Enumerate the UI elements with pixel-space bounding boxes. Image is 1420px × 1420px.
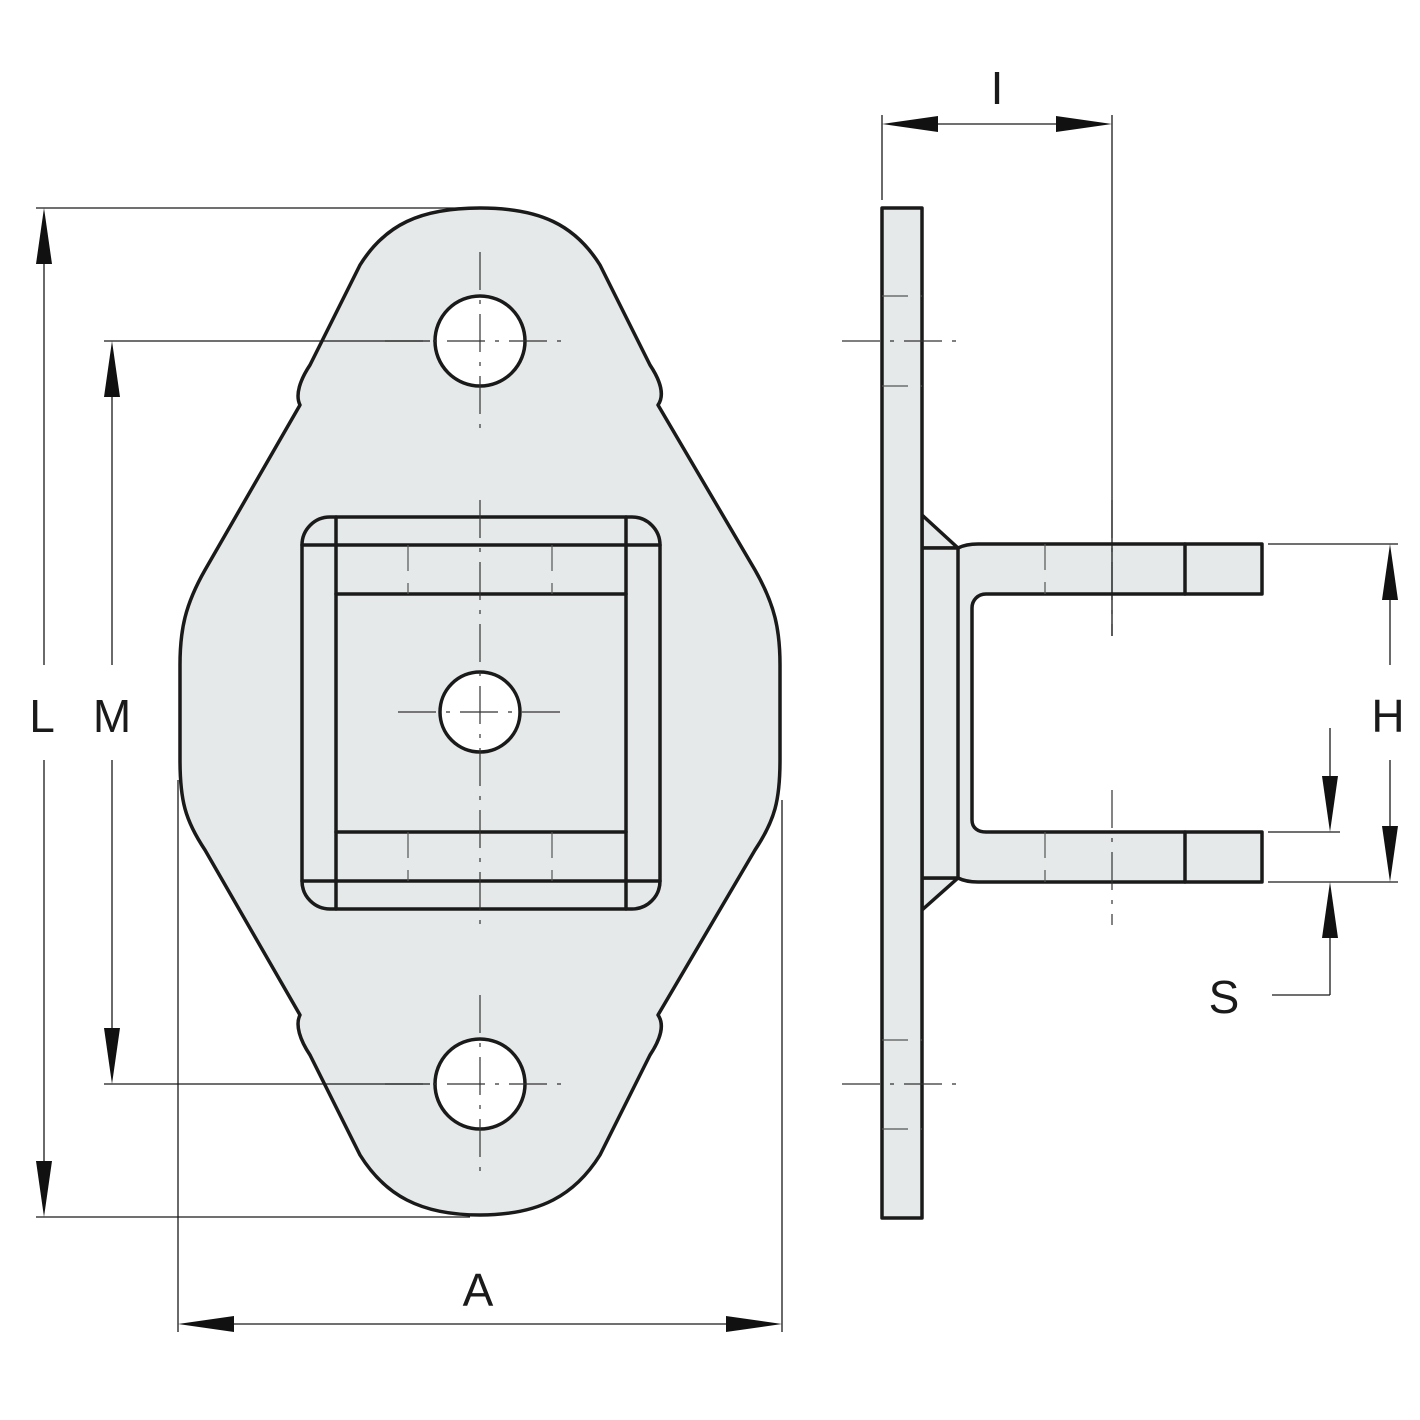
dimension-label-S: S <box>1209 971 1240 1023</box>
dimension-label-A: A <box>463 1264 494 1316</box>
arrowhead <box>726 1316 782 1332</box>
arrowhead <box>36 208 52 264</box>
arrowhead <box>1322 776 1338 832</box>
arrowhead <box>104 341 120 397</box>
dimension-label-L: L <box>29 690 55 742</box>
arrowhead <box>1056 116 1112 132</box>
weld-fillet-top <box>920 513 960 550</box>
base-plate-side <box>880 206 924 1220</box>
weld-fillet-bottom <box>920 876 960 912</box>
dimension-label-H: H <box>1371 690 1404 742</box>
arrowhead <box>36 1161 52 1217</box>
dimensions: L M A I H <box>29 62 1405 1332</box>
arrowhead <box>882 116 938 132</box>
dimension-label-M: M <box>93 690 131 742</box>
clevis-bracket <box>920 542 1264 884</box>
side-view <box>842 206 1264 1220</box>
bracket-outer-frame <box>300 515 662 911</box>
arrowhead <box>178 1316 234 1332</box>
dimension-label-I: I <box>991 62 1004 114</box>
front-view <box>178 206 782 1217</box>
arrowhead <box>104 1028 120 1084</box>
arrowhead <box>1382 544 1398 600</box>
arrowhead <box>1322 882 1338 938</box>
arrowhead <box>1382 826 1398 882</box>
